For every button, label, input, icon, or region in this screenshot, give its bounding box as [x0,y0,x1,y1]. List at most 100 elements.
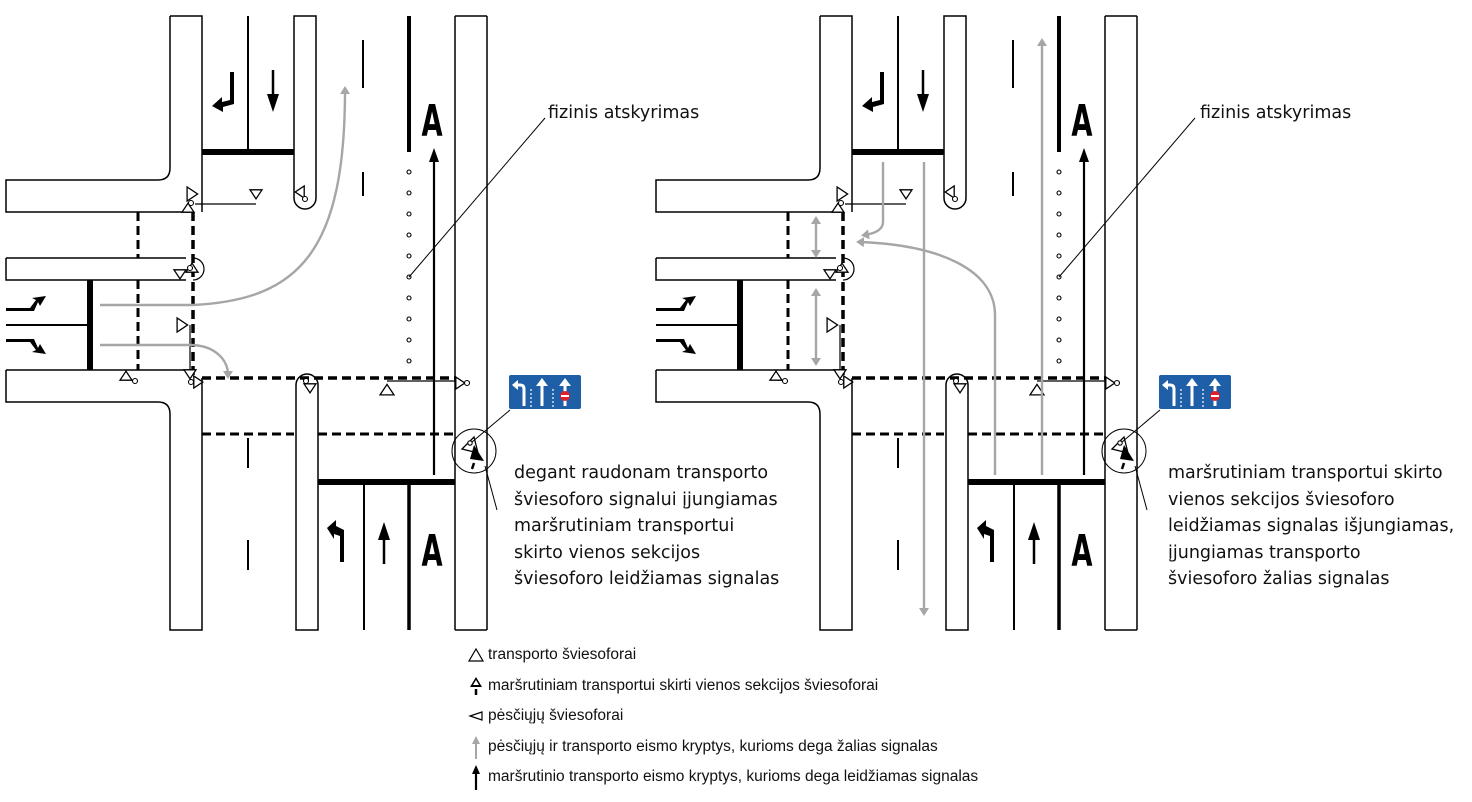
signal-pole-icon [1117,440,1123,446]
intersection-phase-1: AA [5,15,581,631]
legend-text: pėsčiųjų ir transporto eismo kryptys, ku… [488,737,938,755]
separation-dot [406,358,412,364]
lane-direction-sign [509,375,581,409]
separation-dot [406,190,412,196]
leader-line [408,117,546,278]
callout-line: maršrutiniam transportui [514,516,735,536]
black-arrow-icon [466,764,486,791]
callout-line: leidžiamas signalas išjungiamas, [1168,516,1455,536]
separation-dot [1056,295,1062,301]
signal-pole-icon [463,379,471,387]
green-flow-arrow [100,343,233,379]
bus-lane-marking: A [421,525,443,577]
signal-pole-icon [952,377,960,385]
separation-dot [406,316,412,322]
signal-pole-icon [302,377,310,385]
bus-signal-stem [1120,462,1126,470]
signal-pole-icon [1113,379,1121,387]
legend-text: maršrutinio transporto eismo kryptys, ku… [488,768,979,786]
sign-panel [1159,375,1231,409]
triangle-outline-icon [466,648,486,662]
separation-dot [406,232,412,238]
legend-text: maršrutiniam transportui skirti vienos s… [488,676,879,694]
lane-arrow-right-down-icon [6,339,46,354]
leader-line [1058,117,1196,278]
traffic-signal-icon [302,383,318,394]
green-flow-arrow [861,162,885,240]
signal-pole-icon [187,378,195,386]
signal-pole-icon [837,378,845,386]
no-entry-bar [1211,395,1219,397]
bus-signal-icon [1101,428,1147,474]
callout-line: maršrutiniam transportui skirto [1168,463,1443,483]
arrow-head [1028,522,1040,540]
bus-lane-marking: A [1071,95,1093,147]
signal-pole-icon [837,199,845,207]
signal-pole-icon [781,377,789,385]
lane-arrow-right-up-icon [6,296,46,311]
traffic-signal-icon [952,383,968,394]
callout-line: įjungiamas transporto [1168,542,1361,563]
pedestrian-signal-icon [466,711,486,722]
lane-arrow-left-icon [977,520,994,562]
bus-lane-marking: A [421,95,443,147]
callout-line: degant raudonam transporto [514,463,769,483]
lane-arrow-up-icon [378,522,390,564]
sign-arrow-head [1209,378,1221,386]
label-physical-separation: fizinis atskyrimas [548,103,700,123]
traffic-signal-icon [836,185,849,203]
signal-arc [192,257,205,281]
traffic-signal-icon [248,189,264,200]
traffic-signal-icon [186,185,199,203]
lane-direction-sign [1159,375,1231,409]
signal-pole-icon [131,377,139,385]
legend-item: transporto šviesoforai [466,640,978,671]
sign-arrow-head [512,380,518,390]
leader-line [1121,409,1161,443]
traffic-signal-icon [822,269,838,280]
bus-route-arrow-head [1079,148,1089,162]
traffic-signal-icon [172,269,188,280]
legend-text: pėsčiųjų šviesoforai [488,707,624,725]
lane-arrow-right-up-icon [656,296,696,311]
bus-route-arrow-head [429,148,439,162]
traffic-signal-icon [768,370,784,381]
callout-line: šviesoforo signalui įjungiamas [514,489,778,510]
sidewalk-right [1104,15,1138,631]
curb-bottom-left [655,369,853,631]
zoom-circle [1101,428,1147,474]
separation-dot [1056,190,1062,196]
green-flow-arrow [100,86,350,307]
sign-arrow-head [1186,378,1198,386]
traffic-signal-icon [898,189,914,200]
traffic-signal-icon [826,316,839,334]
curb-top-left [5,16,190,213]
island-left-middle [655,257,836,281]
bus-lane-marking: A [1071,525,1093,577]
bus-signal-stem [470,462,476,470]
zoom-circle [451,428,497,474]
traffic-signal-icon [832,369,848,380]
leader-line [471,409,511,443]
legend: transporto šviesoforai maršrutiniam tran… [466,640,978,793]
leader-line [484,465,498,511]
traffic-signal-icon [1028,383,1046,396]
traffic-signal-icon [180,202,196,213]
no-entry-bar [561,395,569,397]
sign-panel [509,375,581,409]
sign-arrow-left [517,383,526,406]
legend-item: pėsčiųjų ir transporto eismo kryptys, ku… [466,732,978,763]
lane-arrow-left-icon [862,72,884,112]
lane-arrow-down-icon [917,70,929,112]
separation-dot [1056,358,1062,364]
bus-signal-triangle-icon [466,675,486,697]
median-island-top [293,15,317,210]
signal-pole-icon [951,195,959,203]
curb-top-left-inner [820,15,853,212]
traffic-signal-icon [118,370,134,381]
legend-item: maršrutinio transporto eismo kryptys, ku… [466,762,978,793]
bus-signal-triangle-icon [1120,445,1134,461]
signal-arc [842,257,855,281]
lane-arrow-right-down-icon [656,339,696,354]
